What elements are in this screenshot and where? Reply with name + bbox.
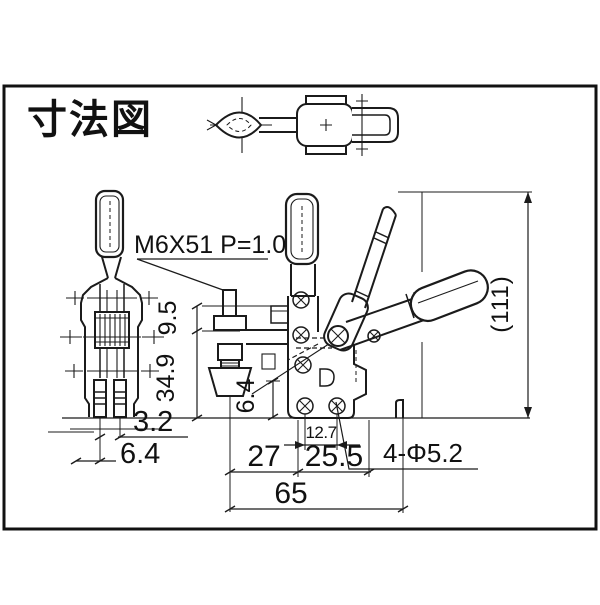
clamp-arm-bar <box>246 329 288 345</box>
front-view <box>207 192 489 419</box>
hole-spacing-label: 12.7 <box>305 423 336 442</box>
dim-thread-spec: M6X51 P=1.0 <box>134 231 286 291</box>
release-lever <box>351 206 397 309</box>
mounting-holes <box>296 397 346 415</box>
overall-height-label: (111) <box>487 275 514 332</box>
top-view <box>206 94 399 156</box>
main-handle-grip <box>409 269 489 323</box>
dim-bottom-chain: 27 25.5 <box>224 396 375 512</box>
d-cutout <box>319 368 335 387</box>
dim-spindle-clearance: 6.4 <box>232 377 280 421</box>
page-title: 寸法図 <box>27 98 153 142</box>
dim-overall-height: (111) <box>398 191 532 418</box>
dim-hole-spacing: 12.7 <box>284 414 360 450</box>
top-view-handle <box>352 107 399 143</box>
top-view-spindle-eye <box>214 111 263 139</box>
main-handle <box>339 269 489 351</box>
spindle-to-hole-label: 27 <box>247 440 280 473</box>
dim-mounting-holes-callout: 4-Φ5.2 <box>335 401 478 470</box>
dim-base-length: 65 <box>224 418 409 513</box>
foot-thickness-label: 3.2 <box>133 406 173 438</box>
spindle-rubber-tip <box>207 367 253 397</box>
top-view-bar <box>259 117 300 133</box>
mounting-holes-label: 4-Φ5.2 <box>383 438 463 468</box>
arm-height-label: 34.9 <box>152 354 180 403</box>
thread-spec-label: M6X51 P=1.0 <box>134 231 286 259</box>
base-length-label: 65 <box>274 477 307 510</box>
spindle-stud <box>222 289 237 317</box>
spindle-clearance-label: 6.4 <box>232 379 260 414</box>
top-offset-label: 9.5 <box>154 301 182 336</box>
side-view <box>60 189 164 430</box>
foot-width-label: 6.4 <box>120 438 160 470</box>
dim-feet: 3.2 6.4 <box>48 406 188 470</box>
dim-left-vertical-chain: 9.5 34.9 <box>152 301 284 422</box>
hole-to-edge-label: 25.5 <box>305 440 363 473</box>
